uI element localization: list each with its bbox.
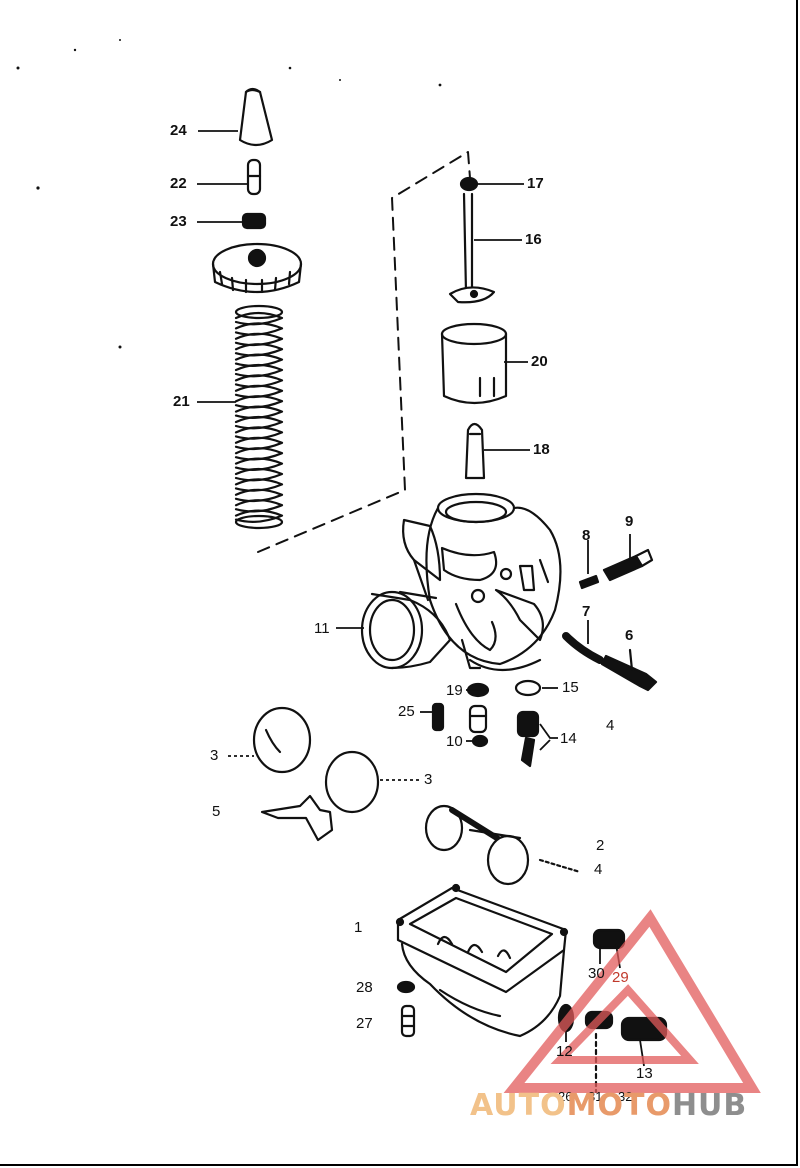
callout-13: 13: [636, 1065, 653, 1082]
callout-16: 16: [525, 231, 542, 248]
callout-15: 15: [562, 679, 579, 696]
callout-12: 12: [556, 1043, 573, 1060]
part-23-nut: [241, 212, 267, 230]
part-22-adjuster: [246, 158, 262, 196]
callout-14: 14: [560, 730, 577, 747]
leader-4b: [538, 858, 582, 874]
part-8-spring: [578, 574, 600, 590]
part-17-clip: [459, 176, 479, 192]
part-2-float-assembly: [424, 804, 530, 886]
spring-top-coil: [234, 304, 284, 320]
callout-31: 31: [588, 1089, 603, 1104]
callout-18: 18: [533, 441, 550, 458]
part-24-cable-cap: [238, 87, 274, 147]
carburetor-body: [402, 492, 562, 671]
spring-coil: [234, 509, 284, 523]
callout-4-lower: 4: [594, 861, 603, 878]
callout-30: 30: [588, 965, 605, 982]
callout-24: 24: [170, 122, 187, 139]
part-1-float-bowl: [395, 883, 569, 1038]
callout-9: 9: [625, 513, 634, 530]
part-11-intake-flange: [360, 590, 452, 670]
part-29-30-jet: [592, 928, 626, 950]
callout-26: 26: [558, 1089, 573, 1104]
part-14-float-valve: [516, 710, 540, 768]
callout-5: 5: [212, 803, 221, 820]
callout-11: 11: [314, 620, 330, 637]
part-25-screw: [431, 702, 445, 732]
part-21-spring: [234, 304, 284, 530]
callout-2: 2: [596, 837, 605, 854]
callout-29: 29: [612, 969, 629, 986]
callout-4-upper: 4: [606, 717, 615, 734]
callout-3-left: 3: [210, 747, 219, 764]
part-10-washer: [471, 734, 489, 748]
callout-6: 6: [625, 627, 634, 644]
leader-6: [628, 648, 634, 672]
callout-17: 17: [527, 175, 544, 192]
mixing-chamber-top: [211, 242, 303, 294]
callout-19: 19: [446, 682, 463, 699]
part-27-drain-screw: [400, 1004, 416, 1038]
part-7-spring: [562, 632, 604, 664]
callout-21: 21: [173, 393, 190, 410]
callout-20: 20: [531, 353, 548, 370]
part-pilot-jet: [468, 704, 488, 734]
watermark-auto: AUTO: [470, 1088, 567, 1123]
watermark-moto: MOTO: [566, 1088, 672, 1123]
part-3-float-left: [252, 706, 312, 774]
callout-1: 1: [354, 919, 363, 936]
leader-lines: [197, 130, 645, 1067]
part-5-float-arm: [260, 794, 334, 842]
callout-23: 23: [170, 213, 187, 230]
callout-8: 8: [582, 527, 591, 544]
callout-7: 7: [582, 603, 591, 620]
part-9-pilot-screw: [602, 548, 654, 582]
scan-specks: [16, 39, 442, 349]
callout-28: 28: [356, 979, 373, 996]
callout-10: 10: [446, 733, 463, 750]
part-18-needle-jet: [464, 422, 486, 480]
callout-32: 32: [618, 1089, 633, 1104]
watermark-triangle-logo: [503, 909, 761, 1093]
part-20-throttle-valve: [440, 322, 508, 405]
part-6-throttle-stop-screw: [600, 654, 658, 692]
callout-25: 25: [398, 703, 415, 720]
callout-22: 22: [170, 175, 187, 192]
callout-27: 27: [356, 1015, 373, 1032]
watermark-hub: HUB: [671, 1088, 748, 1123]
alignment-line: [257, 151, 471, 553]
part-3-float-right: [324, 750, 380, 814]
watermark-brand: AUTOMOTOHUB: [470, 1088, 747, 1123]
part-15-o-ring: [514, 679, 542, 697]
part-28-washer: [396, 980, 416, 994]
part-16-jet-needle: [448, 192, 496, 304]
spring-bottom-coil: [234, 514, 284, 530]
callout-3-right: 3: [424, 771, 433, 788]
